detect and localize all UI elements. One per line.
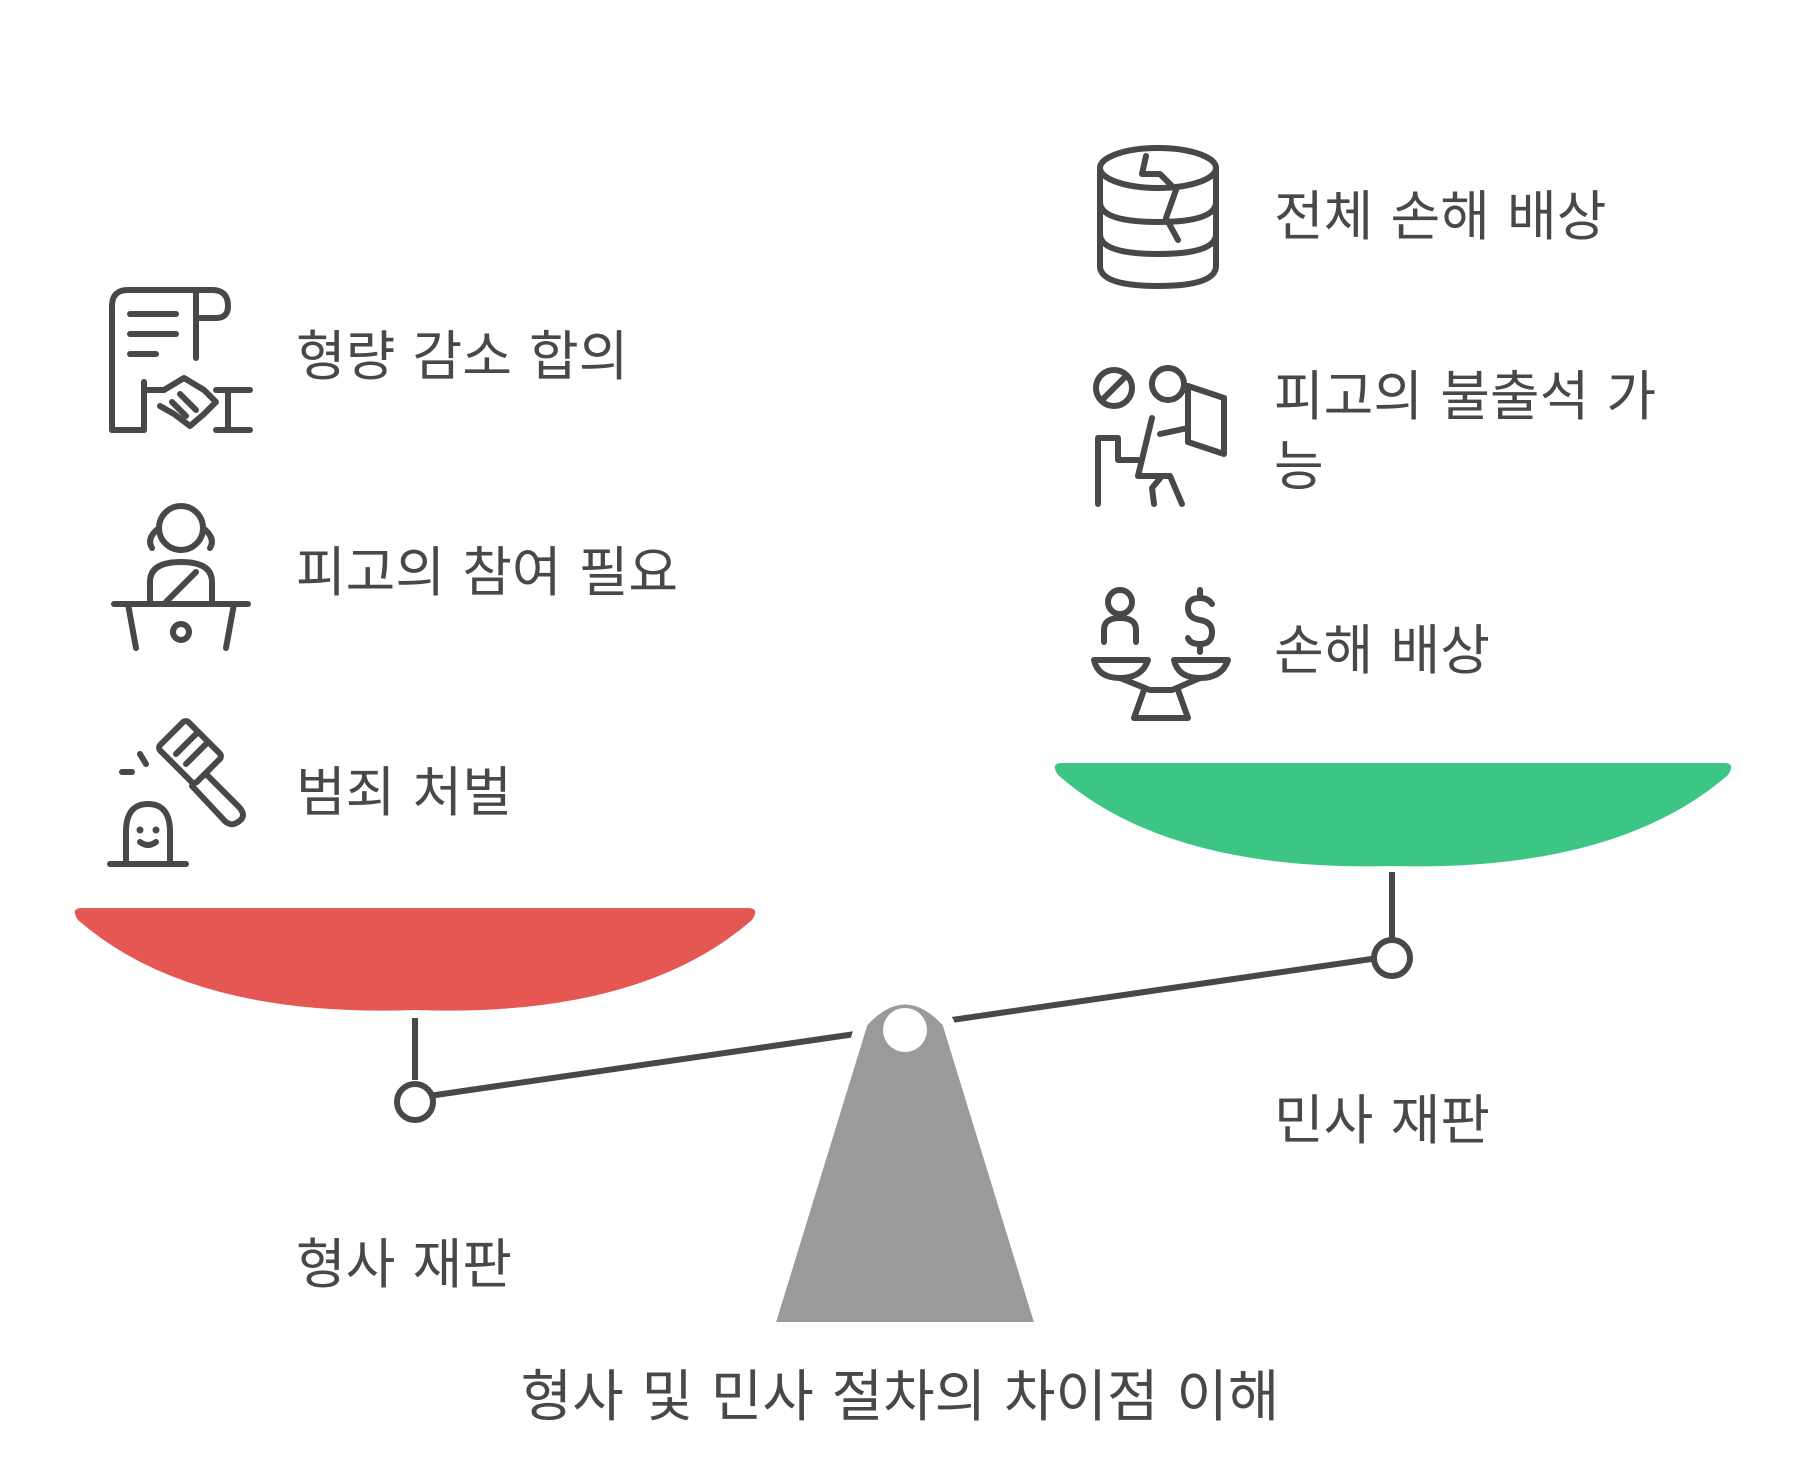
broken-coin-stack-icon [1096, 144, 1220, 290]
criminal-joint [394, 1081, 436, 1123]
diagram-title: 형사 및 민사 절차의 차이점 이해 [520, 1365, 1280, 1430]
gavel-icon [106, 718, 256, 870]
fulcrum-pivot [883, 1008, 927, 1052]
civil-trial-label: 민사 재판 [1274, 1089, 1490, 1152]
handshake-document-icon [104, 286, 254, 436]
absent-person-icon [1092, 364, 1230, 508]
civil-item-1-label: 전체 손해 배상 [1274, 185, 1607, 248]
civil-joint [1371, 937, 1413, 979]
criminal-trial-label: 형사 재판 [296, 1233, 512, 1296]
criminal-pan [74, 908, 756, 1011]
civil-item-2-label: 피고의 불출석 가능 [1274, 365, 1657, 498]
criminal-item-1-label: 형량 감소 합의 [296, 325, 629, 388]
criminal-item-3-label: 범죄 처벌 [296, 761, 512, 824]
criminal-item-2-label: 피고의 참여 필요 [296, 541, 679, 604]
person-money-scale-icon [1090, 586, 1232, 722]
defendant-at-bench-icon [110, 498, 252, 651]
civil-item-3-label: 손해 배상 [1274, 619, 1490, 682]
scale-fulcrum [762, 992, 1048, 1334]
civil-pan [1054, 763, 1732, 867]
